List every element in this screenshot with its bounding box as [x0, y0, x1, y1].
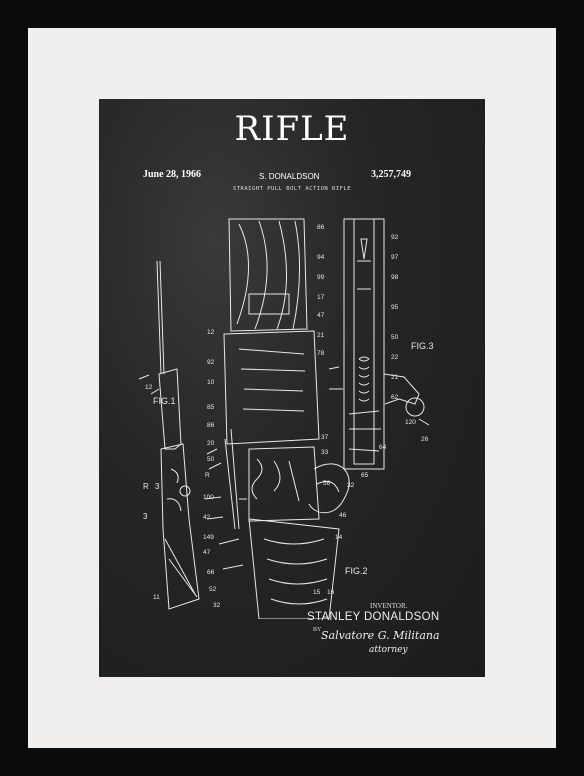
- svg-text:92: 92: [207, 359, 215, 366]
- fig2-action-drawing: [223, 218, 350, 619]
- patent-print: RIFLE June 28, 1966 S. DONALDSON 3,257,7…: [99, 99, 485, 677]
- svg-text:FIG.1: FIG.1: [153, 396, 176, 406]
- svg-text:10: 10: [207, 379, 215, 386]
- svg-text:78: 78: [317, 350, 325, 357]
- svg-text:56: 56: [323, 480, 331, 487]
- svg-text:33: 33: [321, 449, 329, 456]
- svg-text:85: 85: [207, 404, 215, 411]
- svg-text:99: 99: [317, 274, 325, 281]
- by-label: BY: [313, 627, 322, 633]
- svg-text:21: 21: [317, 332, 325, 339]
- svg-text:12: 12: [145, 384, 153, 391]
- svg-text:65: 65: [361, 472, 369, 479]
- svg-text:11: 11: [153, 594, 160, 601]
- patent-number: 3,257,749: [371, 169, 411, 180]
- svg-text:46: 46: [339, 512, 347, 519]
- svg-text:92: 92: [391, 234, 399, 241]
- svg-text:86: 86: [207, 422, 215, 429]
- svg-text:149: 149: [203, 534, 214, 541]
- svg-text:15: 15: [313, 589, 321, 596]
- fig3-bolt-drawing: [343, 218, 425, 470]
- svg-text:21: 21: [391, 374, 399, 381]
- svg-text:37: 37: [321, 434, 329, 441]
- svg-text:22: 22: [391, 354, 399, 361]
- svg-text:120: 120: [405, 419, 416, 426]
- svg-text:17: 17: [317, 294, 325, 301]
- rifle-drawing: 12 FIG.1 R 3 3 11 12 92 10 85 86 20 50 R…: [138, 218, 434, 619]
- svg-text:66: 66: [207, 569, 215, 576]
- inventor-label: INVENTOR.: [370, 602, 408, 610]
- svg-text:FIG.3: FIG.3: [411, 341, 434, 351]
- svg-text:3: 3: [143, 512, 148, 521]
- svg-text:R: R: [143, 482, 149, 491]
- patent-date: June 28, 1966: [143, 169, 202, 180]
- svg-text:FIG.2: FIG.2: [345, 566, 368, 576]
- svg-text:50: 50: [207, 456, 215, 463]
- svg-text:52: 52: [209, 586, 217, 593]
- inventor-name: STANLEY DONALDSON: [307, 611, 440, 623]
- svg-text:62: 62: [391, 394, 399, 401]
- svg-text:97: 97: [391, 254, 399, 261]
- svg-text:16: 16: [327, 589, 335, 596]
- svg-text:47: 47: [203, 549, 211, 556]
- patent-inventor-header: S. DONALDSON: [259, 172, 320, 181]
- svg-text:14: 14: [335, 534, 343, 541]
- svg-text:47: 47: [317, 312, 325, 319]
- fig1-rifle-drawing: [156, 260, 200, 610]
- patent-subtitle: STRAIGHT PULL BOLT ACTION RIFLE: [232, 186, 352, 192]
- attorney-title: attorney: [369, 645, 408, 655]
- svg-text:20: 20: [207, 440, 215, 447]
- svg-text:3: 3: [155, 482, 160, 491]
- svg-text:98: 98: [391, 274, 399, 281]
- svg-text:86: 86: [317, 224, 325, 231]
- svg-text:32: 32: [347, 482, 355, 489]
- poster-title: RIFLE: [234, 109, 350, 149]
- svg-text:64: 64: [379, 444, 387, 451]
- svg-text:94: 94: [317, 254, 325, 261]
- svg-text:42: 42: [203, 514, 211, 521]
- svg-text:R: R: [205, 472, 210, 479]
- svg-text:100: 100: [203, 494, 214, 501]
- svg-text:50: 50: [391, 334, 399, 341]
- svg-text:26: 26: [421, 436, 429, 443]
- svg-text:12: 12: [207, 329, 215, 336]
- attorney-signature: Salvatore G. Militana: [321, 629, 440, 642]
- svg-text:32: 32: [213, 602, 221, 609]
- svg-text:95: 95: [391, 304, 399, 311]
